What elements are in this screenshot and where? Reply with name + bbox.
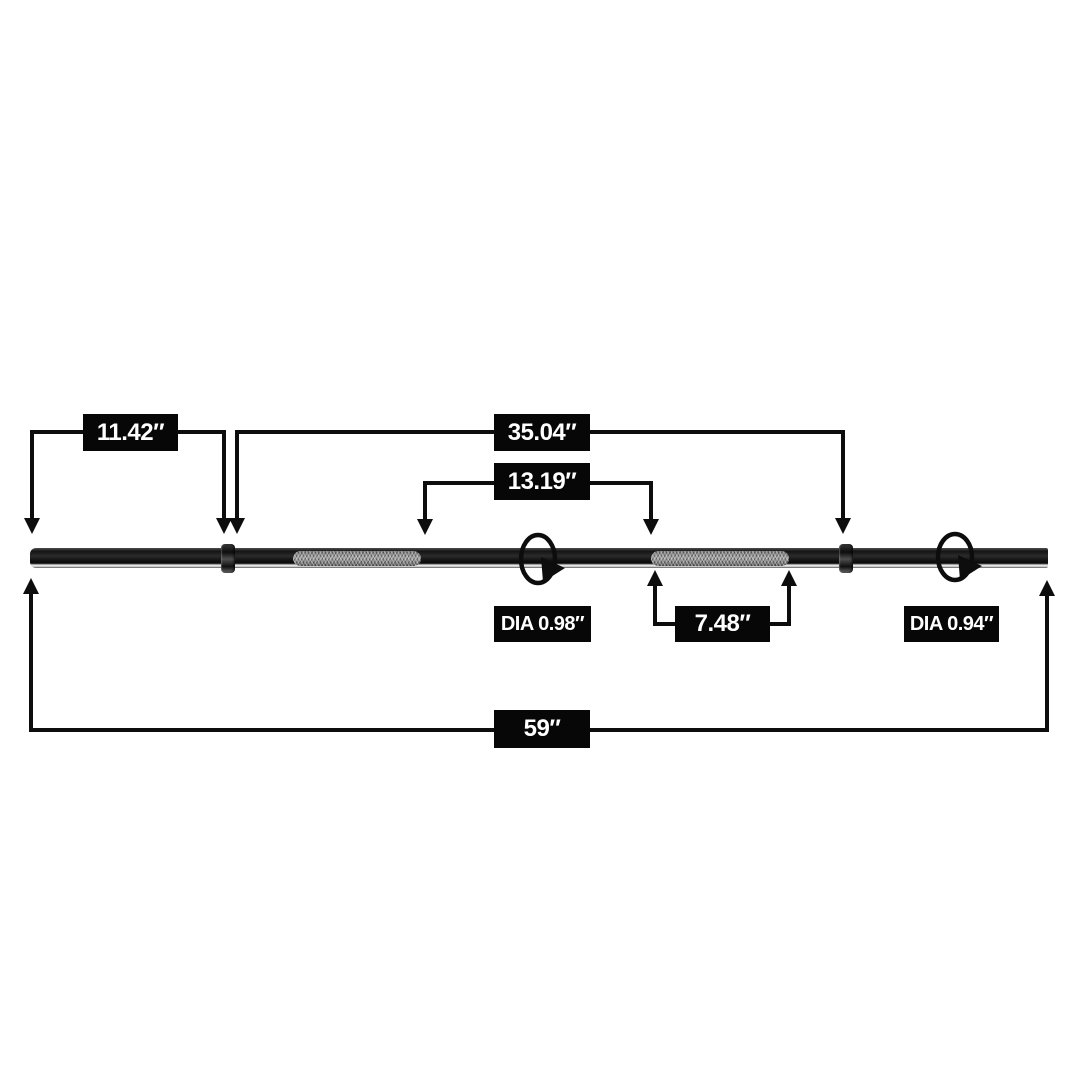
arrow-down-icon	[24, 518, 40, 534]
diameter-label-shaft: DIA 0.98″	[494, 606, 591, 642]
dimension-label-total-length: 59″	[494, 710, 590, 748]
dimension-label-collar-to-collar: 35.04″	[494, 414, 590, 451]
arrow-down-icon	[229, 518, 245, 534]
knurl-left-grip	[293, 551, 421, 566]
arrow-down-icon	[216, 518, 232, 534]
arrow-down-icon	[835, 518, 851, 534]
dimension-line	[30, 430, 34, 518]
rotation-ellipse-arrow-icon	[935, 531, 982, 583]
dimension-label-left-grip-span: 13.19″	[494, 463, 590, 500]
arrow-up-icon	[1039, 580, 1055, 596]
dimension-label-center-knurl: 7.48″	[675, 606, 770, 642]
dimension-line	[29, 594, 33, 732]
arrow-up-icon	[23, 578, 39, 594]
bar-collar-left	[221, 544, 235, 573]
dimension-label-left-sleeve: 11.42″	[83, 414, 178, 451]
dimension-line	[649, 481, 653, 520]
knurl-center-grip	[651, 551, 789, 566]
dimension-line	[1045, 596, 1049, 732]
dimension-line	[653, 585, 657, 626]
dimension-line	[766, 622, 791, 626]
bar-collar-right	[839, 544, 853, 573]
bar-shaft	[30, 548, 1048, 568]
rotation-ellipse-arrow-icon	[518, 532, 565, 586]
dimension-line	[653, 622, 679, 626]
dimension-line	[787, 585, 791, 626]
arrow-up-icon	[647, 570, 663, 586]
dimension-line	[423, 481, 427, 520]
arrow-down-icon	[643, 519, 659, 535]
arrow-down-icon	[417, 519, 433, 535]
diameter-label-sleeve: DIA 0.94″	[904, 606, 999, 642]
dimension-line	[235, 430, 239, 518]
arrow-up-icon	[781, 570, 797, 586]
dimension-line	[222, 430, 226, 518]
dimension-line	[841, 430, 845, 518]
